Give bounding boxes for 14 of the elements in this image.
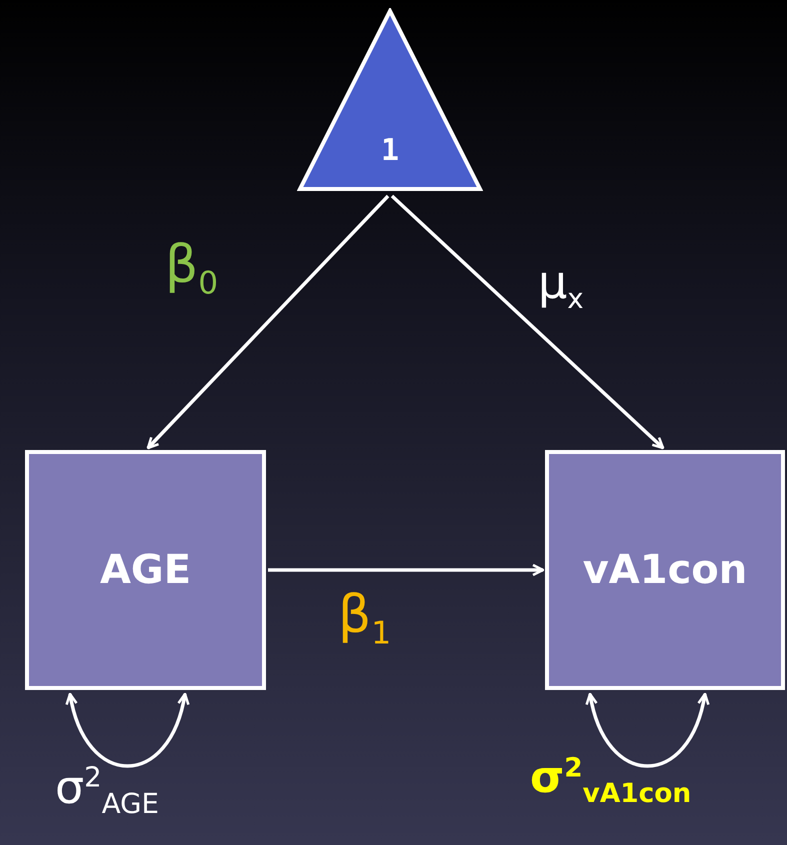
edge-label: β$_{0}$ (165, 235, 218, 302)
node-label: 1 (380, 132, 400, 168)
constant-triangle (297, 8, 483, 192)
path-arrow (146, 194, 390, 450)
node-label: AGE (100, 547, 192, 593)
variance-arrow (66, 692, 189, 768)
node-label: vA1con (582, 547, 748, 593)
edge-label: μ$_{x}$ (538, 255, 584, 316)
variance-arrow (586, 692, 709, 768)
edge-label: β$_{1}$ (338, 585, 392, 652)
path-arrow (390, 194, 664, 450)
variable-box (545, 450, 785, 690)
path-arrow (268, 564, 544, 576)
variable-box (25, 450, 266, 690)
